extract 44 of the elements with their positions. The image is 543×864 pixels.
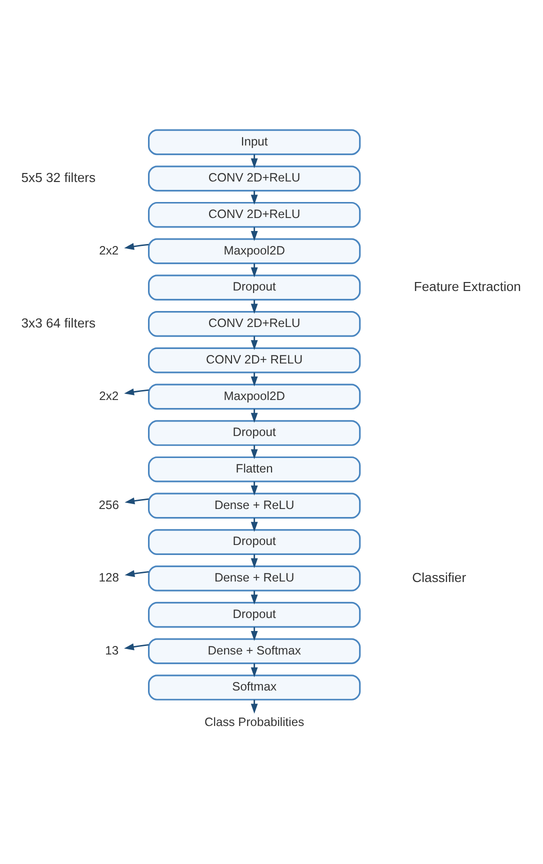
node-box: Dropout — [148, 529, 361, 555]
node-text: 13 — [105, 643, 119, 658]
node-box: Dropout — [148, 274, 361, 301]
node-box: CONV 2D+ RELU — [148, 347, 361, 374]
arrow — [124, 243, 149, 250]
arrow — [250, 154, 258, 168]
arrow — [124, 643, 149, 650]
node-box: Maxpool2D — [148, 384, 361, 410]
arrow — [250, 482, 258, 496]
arrow — [250, 663, 258, 678]
node-text: 2x2 — [99, 243, 119, 258]
node-box: Dropout — [148, 420, 361, 446]
arrow — [250, 336, 258, 350]
arrow — [124, 570, 149, 578]
node-box: Input — [148, 129, 361, 156]
node-text: 2x2 — [99, 388, 119, 403]
node-text: 128 — [98, 570, 120, 585]
label: 3x3 64 filters — [21, 315, 96, 330]
node-text: Class Probabilities — [204, 714, 304, 729]
arrow — [124, 388, 149, 396]
node-box: Maxpool2D — [148, 238, 361, 264]
label: Classifier — [412, 570, 466, 585]
node-box: CONV 2D+ReLU — [148, 202, 361, 228]
label: 5x5 32 filters — [21, 170, 96, 185]
arrow — [250, 372, 258, 386]
node-box: CONV 2D+ReLU — [148, 311, 361, 337]
node-box: Flatten — [148, 456, 361, 482]
arrow — [124, 497, 149, 504]
arrow — [250, 408, 258, 423]
arrow — [250, 227, 258, 241]
arrow — [250, 263, 258, 278]
arrow — [250, 300, 258, 314]
node-box: Softmax — [148, 674, 361, 700]
arrow — [250, 627, 258, 641]
node-text: 256 — [98, 498, 120, 512]
node-box: Dense + ReLU — [148, 566, 361, 592]
node-box: Dropout — [148, 602, 361, 628]
label: Feature Extraction — [414, 279, 521, 294]
node-box: CONV 2D+ReLU — [148, 166, 361, 192]
node-box: Dense + Softmax — [148, 638, 361, 664]
arrow — [250, 590, 258, 605]
arrow — [250, 554, 258, 568]
arrow — [250, 518, 258, 532]
node-box: Dense + ReLU — [148, 492, 361, 519]
